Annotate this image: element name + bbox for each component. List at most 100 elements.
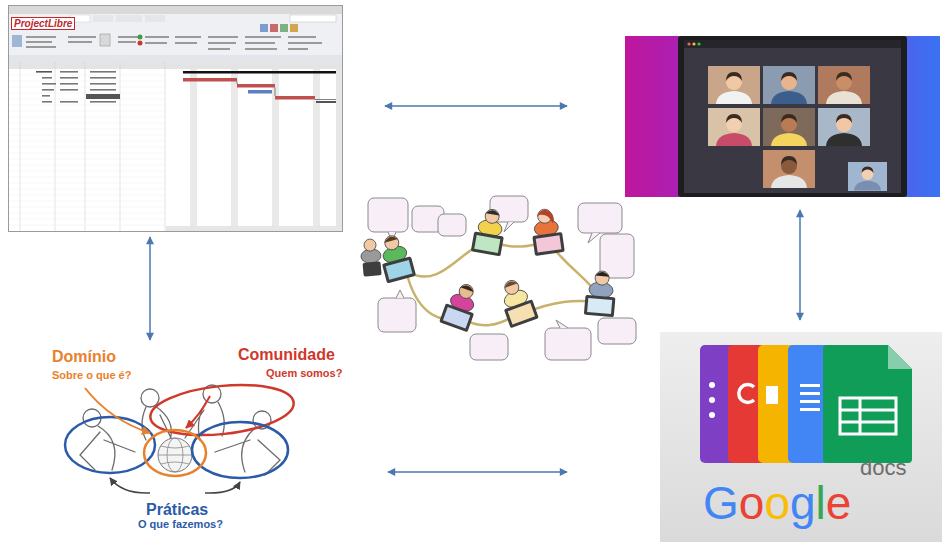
google-docs-illustration (800, 392, 820, 395)
software-screenshot-art (237, 82, 338, 104)
software-screenshot-art (245, 48, 277, 50)
software-screenshot-art (9, 75, 165, 225)
community-practice-illustration (148, 379, 296, 442)
collaboration-illustration (460, 283, 475, 292)
software-screenshot-art (9, 75, 165, 76)
video-call-art (763, 66, 815, 104)
software-screenshot-art (290, 24, 298, 32)
video-call-art (818, 66, 870, 104)
collaboration-illustration (508, 303, 535, 324)
community-practice-illustration (80, 426, 135, 470)
software-screenshot-art (9, 111, 165, 112)
wordmark-letter: o (764, 477, 790, 529)
video-call-art (763, 150, 815, 188)
wordmark-letter: l (816, 477, 826, 529)
google-docs-illustration (709, 382, 715, 388)
software-screenshot-art (183, 78, 237, 82)
video-call-art (826, 114, 862, 146)
collaboration-illustration (360, 238, 383, 277)
software-screenshot-art (68, 36, 96, 38)
collaboration-illustration (536, 209, 555, 226)
video-call-art (678, 36, 907, 197)
brand-wordmark: Google (703, 478, 851, 529)
text-holder: ProjectLibre (11, 17, 75, 30)
text-holder: Domínio (52, 348, 116, 366)
software-screenshot-art (175, 42, 197, 44)
software-screenshot-art (9, 62, 342, 69)
community-practice-illustration (110, 478, 150, 493)
brand-subtitle: docs (860, 456, 906, 480)
concept-question: O que fazemos? (138, 518, 223, 530)
text-holder: Práticas (146, 501, 208, 519)
software-screenshot-art (118, 41, 136, 43)
software-screenshot-art (90, 89, 116, 91)
collaboration-illustration (375, 232, 416, 283)
concept-heading: Práticas (146, 501, 208, 519)
software-screenshot-art (12, 35, 22, 47)
software-screenshot-art (90, 101, 116, 103)
collaboration-illustration (368, 196, 636, 360)
software-screenshot-art (42, 101, 52, 103)
software-screenshot-art (313, 69, 320, 231)
software-screenshot-art (9, 189, 165, 190)
software-screenshot-art (9, 153, 165, 154)
collaboration-illustration (360, 196, 636, 360)
text-holder: Comunidade (238, 346, 335, 364)
text-holder: Quem somos? (266, 367, 342, 379)
video-call-art (684, 40, 901, 193)
software-screenshot-art (9, 219, 165, 220)
collaboration-illustration (363, 239, 376, 252)
software-screenshot-art (9, 195, 165, 196)
connector-layer (150, 237, 567, 472)
software-screenshot-art (9, 159, 165, 160)
software-screenshot-art (9, 55, 342, 62)
software-screenshot-art (316, 101, 336, 103)
software-screenshot-art (9, 171, 165, 172)
software-screenshot-art (9, 135, 165, 136)
software-screenshot-art (26, 36, 56, 38)
video-call-art (818, 108, 870, 146)
software-screenshot-art (42, 95, 50, 97)
software-screenshot-art (9, 183, 165, 184)
software-screenshot-art (237, 84, 275, 88)
video-call-art (771, 72, 807, 104)
wordmark-letter: e (826, 477, 852, 529)
collaboration-illustration (588, 233, 600, 243)
software-screenshot-art (85, 62, 86, 231)
collaboration-illustration (474, 235, 500, 253)
collaboration-illustration (545, 328, 591, 360)
community-practice-illustration (186, 396, 210, 428)
software-screenshot-art (26, 46, 56, 48)
video-call-art (848, 162, 887, 191)
software-screenshot-art (90, 83, 116, 85)
community-practice-illustration (205, 482, 240, 493)
software-screenshot-art (208, 36, 238, 38)
text-holder: O que fazemos? (138, 518, 223, 530)
double-arrow (149, 237, 151, 340)
concept-question: Quem somos? (266, 367, 342, 379)
collaboration-illustration (584, 295, 616, 318)
double-arrow (385, 106, 800, 320)
collaboration-illustration (504, 222, 514, 232)
collaboration-illustration (587, 298, 612, 314)
software-screenshot-art (90, 77, 116, 79)
community-practice-illustration (85, 388, 150, 433)
software-screenshot-art (290, 15, 336, 22)
software-screenshot-art (9, 14, 342, 62)
practice-community: DomínioSobre o que é? ComunidadeQuem somo… (40, 340, 348, 535)
software-screenshot-art (42, 89, 54, 91)
software-screenshot-art (175, 36, 201, 38)
text-holder: docs (860, 456, 906, 480)
software-screenshot-art (60, 77, 78, 79)
software-screenshot-art (288, 48, 308, 50)
concept-question: Sobre o que é? (52, 369, 131, 381)
google-docs-illustration (800, 408, 820, 411)
video-call-art (716, 72, 752, 104)
software-screenshot-art (166, 226, 336, 231)
double-arrow (385, 105, 567, 107)
google-docs-illustration (800, 384, 820, 387)
software-screenshot-art (9, 6, 342, 14)
google-docs-illustration (840, 398, 896, 434)
collaboration-illustration (504, 299, 539, 328)
